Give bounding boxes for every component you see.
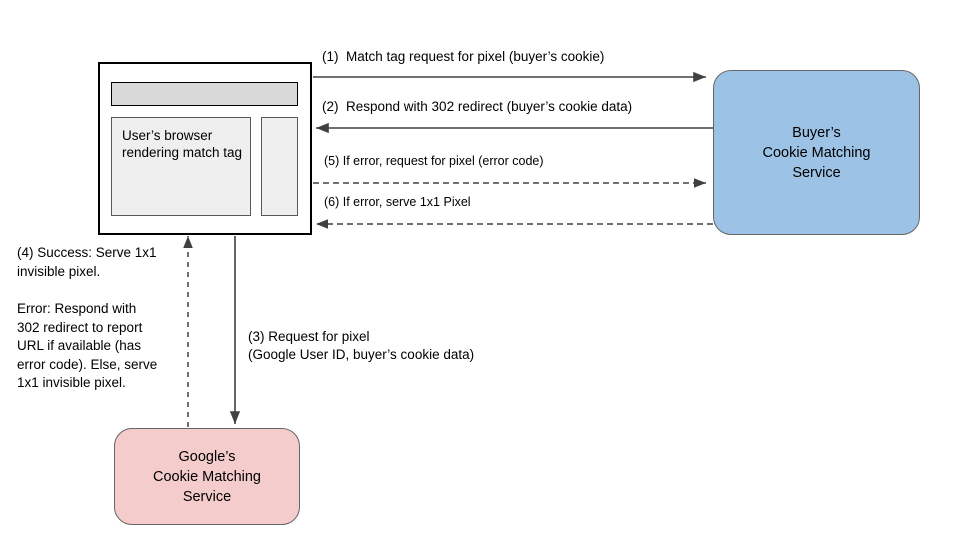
node-buyer-cookie-matching-service: Buyer’s Cookie Matching Service bbox=[713, 70, 920, 235]
browser-address-bar[interactable] bbox=[111, 82, 298, 106]
label-step4-success: (4) Success: Serve 1x1 invisible pixel. bbox=[17, 245, 157, 279]
label-step1: (1) Match tag request for pixel (buyer’s… bbox=[322, 49, 605, 64]
label-step5: (5) If error, request for pixel (error c… bbox=[324, 154, 544, 168]
browser-side-panel bbox=[261, 117, 298, 216]
node-google-cookie-matching-service: Google’s Cookie Matching Service bbox=[114, 428, 300, 525]
browser-window: User’s browser rendering match tag bbox=[98, 62, 312, 235]
browser-content-panel: User’s browser rendering match tag bbox=[111, 117, 251, 216]
label-step6: (6) If error, serve 1x1 Pixel bbox=[324, 195, 471, 209]
label-step3: (3) Request for pixel (Google User ID, b… bbox=[248, 329, 475, 362]
label-step2: (2) Respond with 302 redirect (buyer’s c… bbox=[322, 99, 633, 114]
label-step4-error: Error: Respond with 302 redirect to repo… bbox=[17, 301, 158, 390]
